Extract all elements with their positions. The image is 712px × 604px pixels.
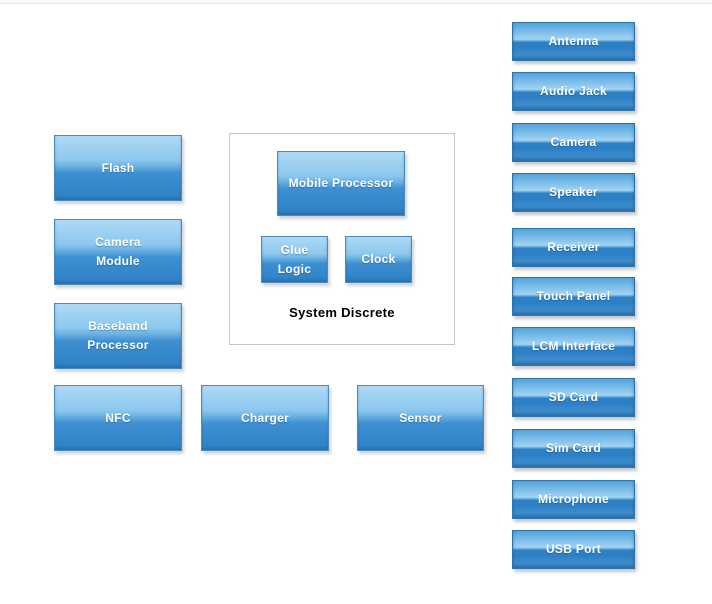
node-usb-port[interactable]: USB Port bbox=[512, 530, 635, 569]
node-label: Charger bbox=[240, 410, 290, 425]
node-label: Microphone bbox=[538, 492, 609, 506]
node-lcm-interface[interactable]: LCM Interface bbox=[512, 327, 635, 366]
node-label: Flash bbox=[101, 160, 135, 175]
node-label: Clock bbox=[361, 252, 396, 266]
node-label: Speaker bbox=[549, 185, 598, 199]
node-label: NFC bbox=[105, 410, 131, 425]
node-charger[interactable]: Charger bbox=[201, 385, 329, 451]
node-label: Audio Jack bbox=[539, 84, 608, 98]
node-label: Antenna bbox=[548, 34, 599, 48]
node-sd-card[interactable]: SD Card bbox=[512, 378, 635, 417]
node-receiver[interactable]: Receiver bbox=[512, 228, 635, 267]
node-label: Sim Card bbox=[545, 441, 602, 455]
node-flash[interactable]: Flash bbox=[54, 135, 182, 201]
node-mobile-processor[interactable]: Mobile Processor bbox=[277, 151, 405, 216]
node-microphone[interactable]: Microphone bbox=[512, 480, 635, 519]
system-discrete-label: System Discrete bbox=[289, 305, 395, 320]
node-label: LCM Interface bbox=[531, 339, 616, 353]
node-antenna[interactable]: Antenna bbox=[512, 22, 635, 61]
node-touch-panel[interactable]: Touch Panel bbox=[512, 277, 635, 316]
node-label: Receiver bbox=[547, 240, 600, 254]
node-label: Glue Logic bbox=[277, 242, 312, 276]
node-camera[interactable]: Camera bbox=[512, 123, 635, 162]
node-label: SD Card bbox=[548, 390, 599, 404]
node-baseband-processor[interactable]: Baseband Processor bbox=[54, 303, 182, 369]
node-label: Baseband Processor bbox=[87, 319, 149, 352]
node-label: Camera bbox=[550, 135, 597, 149]
node-glue-logic[interactable]: Glue Logic bbox=[261, 236, 328, 283]
top-divider bbox=[0, 0, 712, 4]
node-label: Touch Panel bbox=[536, 289, 611, 303]
node-label: Sensor bbox=[399, 410, 442, 425]
node-speaker[interactable]: Speaker bbox=[512, 173, 635, 212]
node-label: Mobile Processor bbox=[288, 176, 394, 190]
node-clock[interactable]: Clock bbox=[345, 236, 412, 283]
node-audio-jack[interactable]: Audio Jack bbox=[512, 72, 635, 111]
node-label: Camera Module bbox=[95, 235, 141, 268]
node-sim-card[interactable]: Sim Card bbox=[512, 429, 635, 468]
node-camera-module[interactable]: Camera Module bbox=[54, 219, 182, 285]
node-label: USB Port bbox=[545, 542, 602, 556]
node-nfc[interactable]: NFC bbox=[54, 385, 182, 451]
node-sensor[interactable]: Sensor bbox=[357, 385, 484, 451]
